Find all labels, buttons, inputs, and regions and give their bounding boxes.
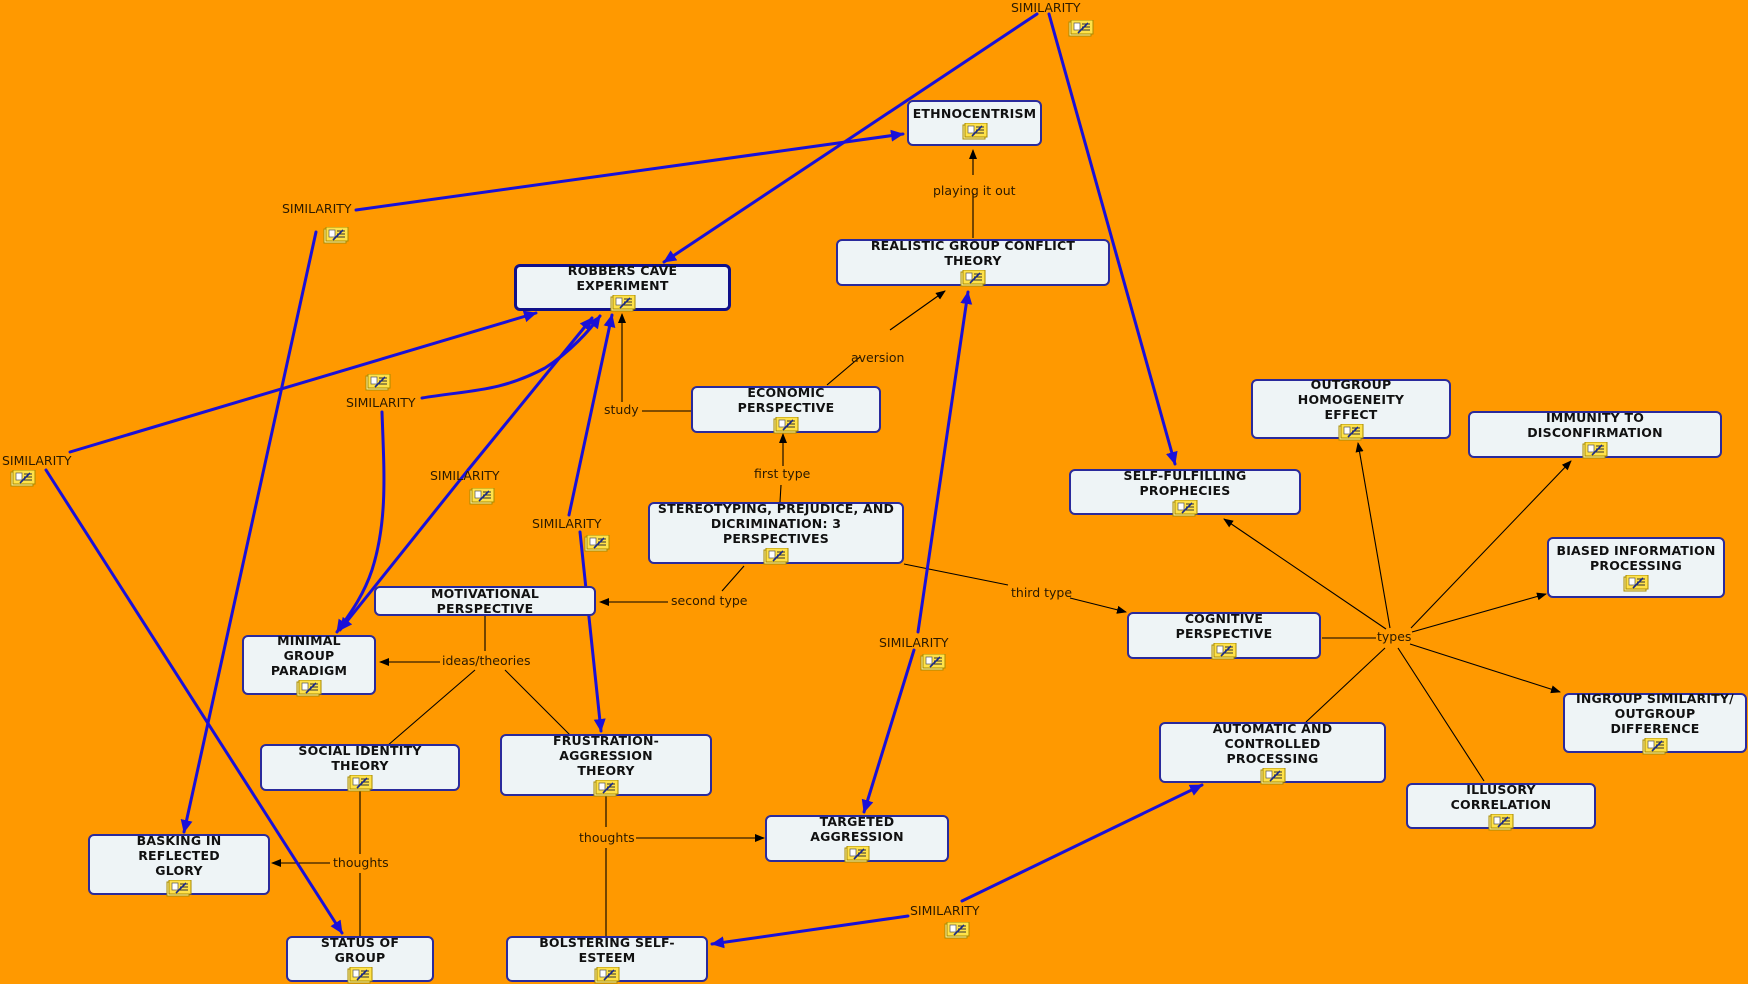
link-label-thoughts-mid[interactable]: thoughts [579, 830, 635, 845]
node-targeted-aggression[interactable]: TARGETED AGGRESSION [765, 814, 949, 863]
link-label-similarity-mid-left[interactable]: SIMILARITY [346, 395, 416, 410]
link-label-similarity-center-left[interactable]: SIMILARITY [430, 468, 500, 483]
node-label: ETHNOCENTRISM [912, 106, 1037, 121]
annotation-note-icon[interactable] [1172, 500, 1198, 517]
node-label-line1: BIASED INFORMATION [1556, 543, 1716, 558]
node-label-line2: THEORY [577, 763, 635, 778]
annotation-note-icon[interactable] [1068, 20, 1094, 37]
node-label: STATUS OF GROUP [320, 934, 400, 965]
annotation-note-icon[interactable] [1642, 738, 1668, 755]
annotation-note-icon[interactable] [962, 123, 988, 140]
node-label: ILLUSORY CORRELATION [1450, 781, 1552, 812]
node-social-identity-theory[interactable]: SOCIAL IDENTITY THEORY [260, 743, 460, 792]
node-label-line2: EFFECT [1324, 407, 1378, 422]
node-label: SELF-FULFILLING PROPHECIES [1123, 467, 1247, 498]
annotation-note-icon[interactable] [1488, 814, 1514, 831]
node-label-line2: DICRIMINATION: 3 PERSPECTIVES [710, 516, 842, 546]
node-label: IMMUNITY TO DISCONFIRMATION [1527, 410, 1663, 440]
annotation-note-icon[interactable] [323, 227, 349, 244]
node-label: TARGETED AGGRESSION [810, 814, 904, 844]
node-status-of-group[interactable]: STATUS OF GROUP [286, 934, 434, 984]
node-basking-in-reflected-glory[interactable]: BASKING IN REFLECTED GLORY [88, 832, 270, 897]
link-label-similarity-bottom[interactable]: SIMILARITY [910, 903, 980, 918]
node-label-line2: GLORY [155, 862, 203, 878]
annotation-note-icon[interactable] [365, 374, 391, 391]
annotation-note-icon[interactable] [594, 967, 620, 984]
node-label: REALISTIC GROUP CONFLICT THEORY [870, 238, 1076, 268]
annotation-note-icon[interactable] [944, 922, 970, 939]
node-label-line1: STEREOTYPING, PREJUDICE, AND [657, 501, 895, 516]
annotation-note-icon[interactable] [296, 680, 322, 697]
annotation-note-icon[interactable] [763, 548, 789, 565]
node-biased-information-processing[interactable]: BIASED INFORMATION PROCESSING [1547, 537, 1725, 598]
node-ethnocentrism[interactable]: ETHNOCENTRISM [907, 100, 1042, 146]
node-label-line2: PROCESSING [1226, 750, 1319, 766]
node-label: ROBBERS CAVE EXPERIMENT [567, 263, 678, 293]
node-outgroup-homogeneity-effect[interactable]: OUTGROUP HOMOGENEITY EFFECT [1251, 377, 1451, 441]
annotation-note-icon[interactable] [960, 270, 986, 287]
node-label-line1: MINIMAL GROUP [277, 633, 341, 663]
link-label-third-type[interactable]: third type [1011, 585, 1073, 600]
node-minimal-group-paradigm[interactable]: MINIMAL GROUP PARADIGM [242, 633, 376, 697]
node-bolstering-self-esteem[interactable]: BOLSTERING SELF-ESTEEM [506, 934, 708, 984]
node-label: BOLSTERING SELF-ESTEEM [539, 934, 675, 965]
annotation-note-icon[interactable] [920, 654, 946, 671]
annotation-note-icon[interactable] [10, 470, 36, 487]
node-stereotyping-3-perspectives[interactable]: STEREOTYPING, PREJUDICE, AND DICRIMINATI… [648, 501, 904, 565]
node-label-line2: PROCESSING [1590, 558, 1682, 573]
node-label: ECONOMIC PERSPECTIVE [737, 385, 835, 415]
link-label-similarity-top[interactable]: SIMILARITY [1011, 0, 1081, 15]
node-label-line1: OUTGROUP HOMOGENEITY [1297, 377, 1405, 407]
annotation-note-icon[interactable] [1623, 575, 1649, 592]
node-frustration-aggression-theory[interactable]: FRUSTRATION-AGGRESSION THEORY [500, 733, 712, 797]
annotation-note-icon[interactable] [1211, 643, 1237, 660]
link-label-similarity-center[interactable]: SIMILARITY [532, 516, 602, 531]
link-label-similarity-far-left[interactable]: SIMILARITY [2, 453, 72, 468]
annotation-note-icon[interactable] [347, 967, 373, 984]
node-realistic-group-conflict-theory[interactable]: REALISTIC GROUP CONFLICT THEORY [836, 238, 1110, 287]
node-immunity-to-disconfirmation[interactable]: IMMUNITY TO DISCONFIRMATION [1468, 410, 1722, 459]
annotation-note-icon[interactable] [1582, 442, 1608, 459]
annotation-note-icon[interactable] [1260, 768, 1286, 785]
annotation-note-icon[interactable] [610, 295, 636, 312]
annotation-note-icon[interactable] [469, 488, 495, 505]
link-label-thoughts-left[interactable]: thoughts [333, 855, 389, 870]
node-automatic-and-controlled-processing[interactable]: AUTOMATIC AND CONTROLLED PROCESSING [1159, 720, 1386, 785]
node-label-line1: INGROUP SIMILARITY/ [1576, 691, 1734, 706]
node-label: SOCIAL IDENTITY THEORY [298, 743, 422, 773]
node-economic-perspective[interactable]: ECONOMIC PERSPECTIVE [691, 385, 881, 434]
node-robbers-cave-experiment[interactable]: ROBBERS CAVE EXPERIMENT [514, 263, 731, 312]
node-ingroup-similarity-outgroup-difference[interactable]: INGROUP SIMILARITY/ OUTGROUP DIFFERENCE [1563, 691, 1747, 755]
link-label-second-type[interactable]: second type [671, 593, 748, 608]
annotation-note-icon[interactable] [773, 417, 799, 434]
link-label-first-type[interactable]: first type [754, 466, 811, 481]
link-label-playing-it-out[interactable]: playing it out [933, 183, 1016, 198]
link-label-types[interactable]: types [1377, 629, 1412, 644]
annotation-note-icon[interactable] [593, 780, 619, 797]
node-motivational-perspective[interactable]: MOTIVATIONAL PERSPECTIVE [374, 586, 596, 616]
node-label: COGNITIVE PERSPECTIVE [1175, 611, 1273, 641]
node-label: MOTIVATIONAL PERSPECTIVE [430, 586, 540, 616]
node-label-line2: OUTGROUP DIFFERENCE [1610, 706, 1700, 736]
annotation-note-icon[interactable] [844, 846, 870, 863]
annotation-note-icon[interactable] [347, 775, 373, 792]
annotation-note-icon[interactable] [166, 880, 192, 897]
link-label-aversion[interactable]: aversion [851, 350, 905, 365]
link-label-similarity-right-mid[interactable]: SIMILARITY [879, 635, 949, 650]
node-illusory-correlation[interactable]: ILLUSORY CORRELATION [1406, 781, 1596, 831]
node-label-line1: AUTOMATIC AND CONTROLLED [1212, 720, 1333, 751]
node-cognitive-perspective[interactable]: COGNITIVE PERSPECTIVE [1127, 611, 1321, 660]
node-self-fulfilling-prophecies[interactable]: SELF-FULFILLING PROPHECIES [1069, 467, 1301, 517]
node-label-line2: PARADIGM [270, 663, 348, 678]
node-label-line1: FRUSTRATION-AGGRESSION [552, 733, 660, 763]
annotation-note-icon[interactable] [584, 535, 610, 552]
link-label-ideas-theories[interactable]: ideas/theories [442, 653, 531, 668]
link-label-study[interactable]: study [604, 402, 639, 417]
annotation-note-icon[interactable] [1338, 424, 1364, 441]
node-label-line1: BASKING IN REFLECTED [136, 832, 222, 863]
link-label-similarity-upper-left[interactable]: SIMILARITY [282, 201, 352, 216]
